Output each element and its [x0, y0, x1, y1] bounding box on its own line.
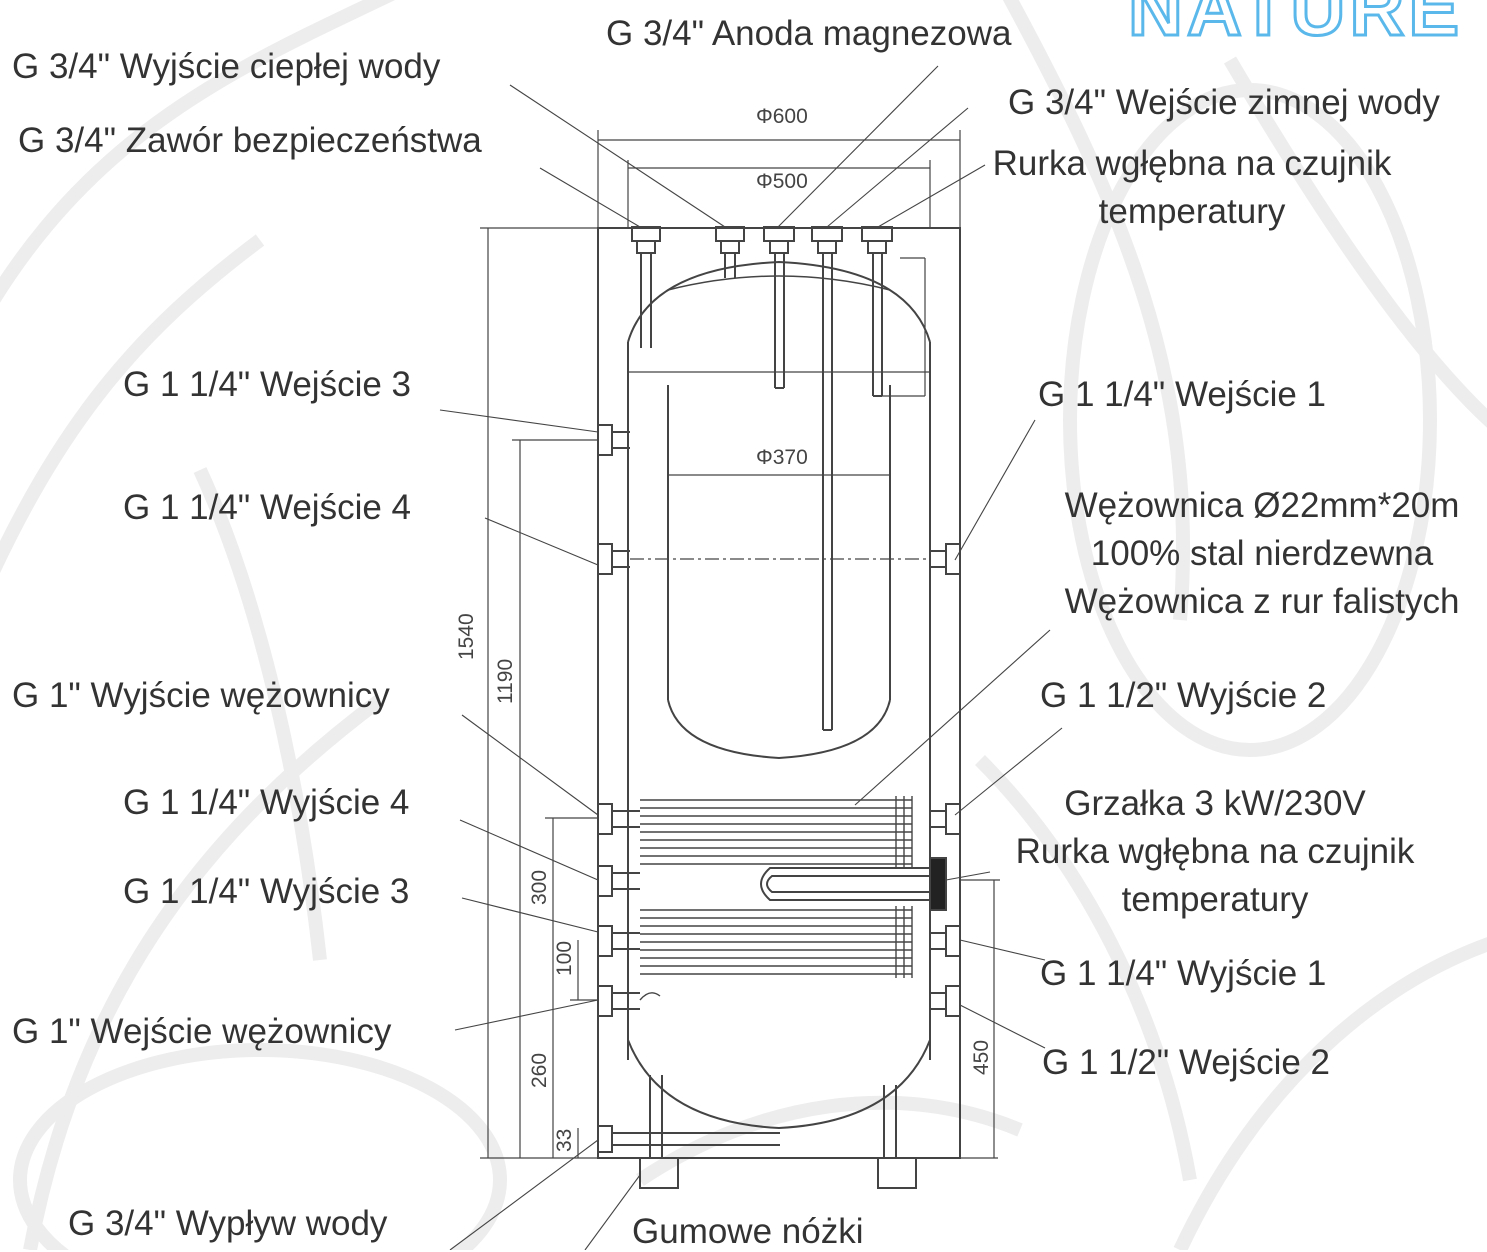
electric-heater — [760, 857, 947, 911]
lower-coil — [639, 906, 913, 1001]
label-hot-water-out: G 3/4" Wyjście ciepłej wody — [12, 47, 441, 86]
label-inlet4: G 1 1/4" Wejście 4 — [123, 488, 412, 527]
label-anode: G 3/4" Anoda magnezowa — [606, 14, 1012, 53]
dim-h1540: 1540 — [455, 613, 478, 660]
label-inlet1: G 1 1/4" Wejście 1 — [1038, 375, 1327, 414]
label-drain: G 3/4" Wypływ wody — [68, 1204, 388, 1243]
label-heater-line2: Rurka wgłębna na czujnik — [1015, 831, 1415, 871]
dim-d600: Φ600 — [756, 105, 808, 128]
label-heater: Grzałka 3 kW/230V Rurka wgłębna na czujn… — [990, 780, 1440, 924]
label-outlet2: G 1 1/2" Wyjście 2 — [1040, 676, 1327, 715]
label-safety-valve: G 3/4" Zawór bezpieczeństwa — [18, 121, 482, 160]
label-coil-out: G 1" Wyjście wężownicy — [12, 676, 390, 715]
label-heater-line3: temperatury — [1121, 879, 1309, 919]
label-coil-in: G 1" Wejście wężownicy — [12, 1012, 392, 1051]
label-coil: Wężownica Ø22mm*20m 100% stal nierdzewna… — [1042, 482, 1482, 626]
brand-logo: NATURE — [1126, 0, 1464, 52]
label-coil-line3: Wężownica z rur falistych — [1064, 581, 1460, 621]
dim-h260: 260 — [528, 1053, 551, 1088]
label-coil-line2: 100% stal nierdzewna — [1090, 533, 1434, 573]
dim-h100: 100 — [553, 941, 576, 976]
left-connections — [597, 424, 780, 1153]
label-sensor-tube-top-line1: Rurka wgłębna na czujnik — [992, 144, 1392, 183]
label-inlet3: G 1 1/4" Wejście 3 — [123, 365, 412, 404]
dim-d500: Φ500 — [756, 170, 808, 193]
label-cold-water-in: G 3/4" Wejście zimnej wody — [1008, 83, 1440, 122]
label-outlet1: G 1 1/4" Wyjście 1 — [1040, 954, 1327, 993]
right-connections — [930, 543, 961, 1017]
dimension-lines — [480, 130, 1000, 1159]
leader-lines — [439, 65, 1063, 1250]
upper-coil — [640, 796, 913, 868]
tank-drawing — [439, 65, 1063, 1250]
label-sensor-tube-top-line2: temperatury — [1098, 191, 1286, 231]
dim-h33: 33 — [553, 1129, 576, 1152]
label-outlet4: G 1 1/4" Wyjście 4 — [123, 783, 410, 822]
label-feet: Gumowe nóżki — [632, 1212, 864, 1251]
dim-d370: Φ370 — [756, 446, 808, 469]
dim-h450: 450 — [970, 1040, 993, 1075]
dim-h300: 300 — [528, 870, 551, 905]
label-coil-line1: Wężownica Ø22mm*20m — [1064, 486, 1460, 525]
label-outlet3: G 1 1/4" Wyjście 3 — [123, 872, 410, 911]
dim-h1190: 1190 — [494, 659, 517, 704]
label-heater-line1: Grzałka 3 kW/230V — [1064, 784, 1366, 823]
label-inlet2: G 1 1/2" Wejście 2 — [1042, 1043, 1331, 1082]
label-sensor-tube-top: Rurka wgłębna na czujnik temperatury — [972, 140, 1412, 236]
top-connections — [631, 226, 893, 731]
